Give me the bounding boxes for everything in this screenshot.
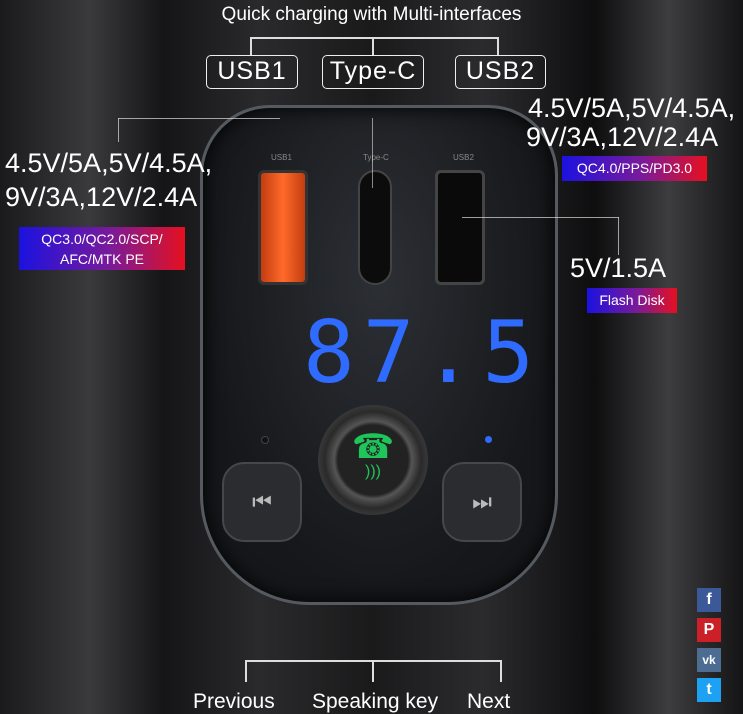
- label-next: Next: [467, 690, 511, 713]
- usb1-protocol-badge: QC3.0/QC2.0/SCP/ AFC/MTK PE: [19, 227, 185, 270]
- usb2-port: [435, 170, 485, 285]
- usb1-spec-line1: 4.5V/5A,5V/4.5A,: [5, 148, 213, 178]
- bracket-line: [250, 37, 498, 39]
- indicator-light: [485, 436, 492, 443]
- device-label-usb1: USB1: [271, 153, 292, 162]
- speaking-key-knob[interactable]: ☎))): [318, 405, 428, 515]
- pinterest-share-icon[interactable]: P: [697, 618, 721, 642]
- vk-share-icon[interactable]: vk: [697, 648, 721, 672]
- twitter-share-icon[interactable]: t: [697, 678, 721, 702]
- bracket-line: [250, 37, 252, 55]
- next-button[interactable]: ⏭: [442, 462, 522, 542]
- device-label-typec: Type-C: [363, 153, 389, 162]
- callout-line: [118, 118, 280, 119]
- device-label-usb2: USB2: [453, 153, 474, 162]
- callout-line: [372, 118, 373, 188]
- bracket-line: [500, 660, 502, 682]
- fm-display: 87.5: [303, 303, 543, 403]
- usb1-spec-line2: 9V/3A,12V/2.4A: [5, 182, 198, 212]
- bracket-line: [372, 37, 374, 55]
- bracket-line: [245, 660, 247, 682]
- badge-line: QC3.0/QC2.0/SCP/: [41, 231, 163, 247]
- typec-protocol-badge: QC4.0/PPS/PD3.0: [562, 156, 707, 181]
- facebook-share-icon[interactable]: f: [697, 588, 721, 612]
- callout-line: [462, 217, 619, 218]
- previous-button[interactable]: ⏮: [222, 462, 302, 542]
- port-label-usb2: USB2: [455, 55, 546, 89]
- headline: Quick charging with Multi-interfaces: [221, 4, 522, 25]
- port-label-typec: Type-C: [322, 55, 424, 89]
- label-previous: Previous: [193, 690, 275, 713]
- bracket-line: [372, 660, 374, 682]
- callout-line: [118, 118, 119, 142]
- microphone: [261, 436, 269, 444]
- car-charger-device: USB1 Type-C USB2 87.5: [200, 105, 558, 605]
- label-speaking-key: Speaking key: [312, 690, 439, 713]
- typec-spec-line2: 9V/3A,12V/2.4A: [526, 122, 719, 152]
- typec-port: [358, 170, 392, 285]
- usb2-spec: 5V/1.5A: [570, 253, 667, 283]
- phone-icon: ☎))): [351, 428, 395, 480]
- usb1-port: [258, 170, 308, 285]
- callout-line: [618, 217, 619, 255]
- badge-line: AFC/MTK PE: [59, 251, 144, 267]
- bracket-line: [497, 37, 499, 55]
- port-label-usb1: USB1: [206, 55, 298, 89]
- typec-spec-line1: 4.5V/5A,5V/4.5A,: [528, 93, 736, 123]
- flash-disk-badge: Flash Disk: [587, 288, 677, 313]
